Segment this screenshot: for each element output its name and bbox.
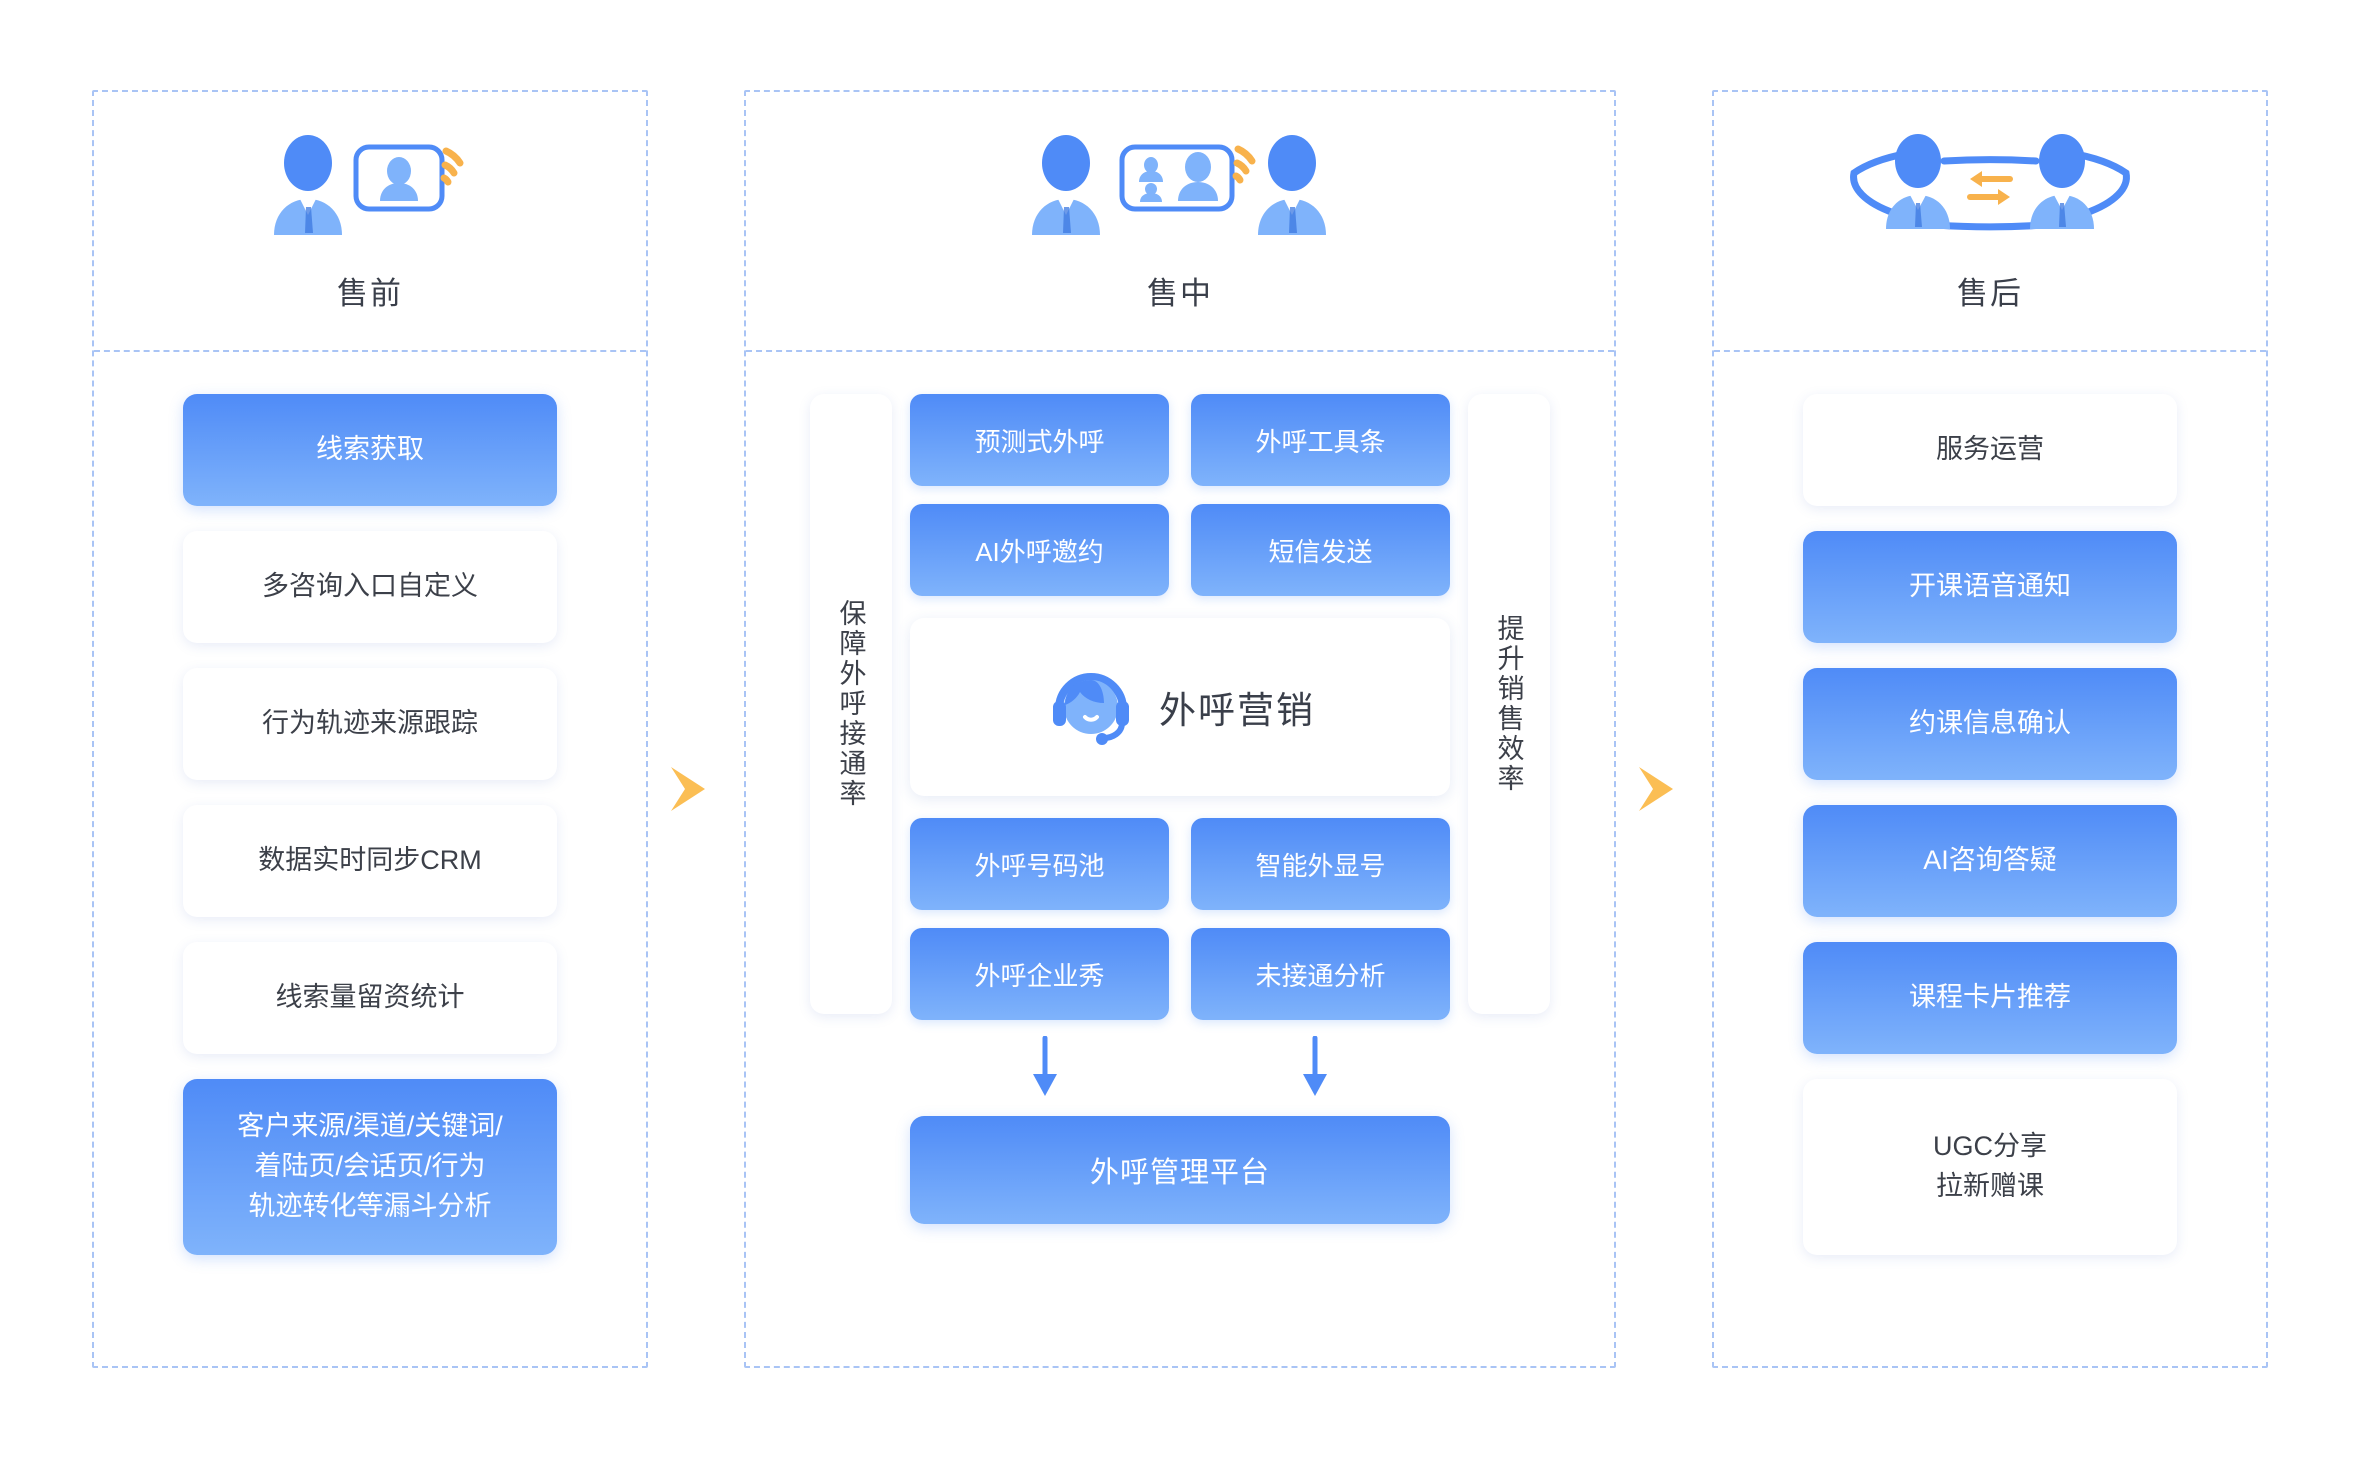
feature-card[interactable]: 客户来源/渠道/关键词/ 着陆页/会话页/行为 轨迹转化等漏斗分析 — [183, 1079, 557, 1255]
side-label-right: 提升销售效率 — [1468, 394, 1550, 1014]
outbound-top-tag-grid: 预测式外呼 外呼工具条 AI外呼邀约 短信发送 — [910, 394, 1450, 596]
two-people-exchange-arrows-icon — [1840, 129, 2140, 246]
feature-card[interactable]: 约课信息确认 — [1803, 668, 2177, 780]
hero-card-label: 外呼营销 — [1159, 690, 1315, 731]
feature-tag[interactable]: 未接通分析 — [1191, 928, 1450, 1020]
two-people-with-contact-card-signal-icon — [1030, 129, 1330, 246]
flow-down-arrows — [910, 1020, 1450, 1106]
stage-header-in-sales: 售中 — [746, 92, 1614, 352]
stage-title-in-sales: 售中 — [1147, 276, 1213, 311]
stage-panel-pre-sales: 售前 线索获取 多咨询入口自定义 行为轨迹来源跟踪 数据实时同步CRM 线索量留… — [92, 90, 648, 1368]
arrow-down-icon — [910, 1036, 1180, 1098]
outbound-management-platform-bar[interactable]: 外呼管理平台 — [910, 1116, 1450, 1224]
stage-panel-in-sales: 售中 保障外呼接通率 预测式外呼 外呼工具条 AI外呼邀约 短信发送 — [744, 90, 1616, 1368]
outbound-bottom-tag-grid: 外呼号码池 智能外显号 外呼企业秀 未接通分析 — [910, 818, 1450, 1020]
in-sales-row: 保障外呼接通率 预测式外呼 外呼工具条 AI外呼邀约 短信发送 — [810, 394, 1550, 1106]
stage-body-pre-sales: 线索获取 多咨询入口自定义 行为轨迹来源跟踪 数据实时同步CRM 线索量留资统计… — [94, 352, 646, 1366]
feature-tag[interactable]: 预测式外呼 — [910, 394, 1169, 486]
side-label-left: 保障外呼接通率 — [810, 394, 892, 1014]
stage-title-pre-sales: 售前 — [337, 276, 403, 311]
arrow-mid-to-post — [1616, 763, 1712, 820]
in-sales-center-column: 预测式外呼 外呼工具条 AI外呼邀约 短信发送 — [910, 394, 1450, 1106]
stage-body-after-sales: 服务运营 开课语音通知 约课信息确认 AI咨询答疑 课程卡片推荐 UGC分享 拉… — [1714, 352, 2266, 1366]
feature-tag[interactable]: 智能外显号 — [1191, 818, 1450, 910]
person-with-contact-card-signal-icon — [270, 129, 470, 246]
feature-tag[interactable]: 外呼工具条 — [1191, 394, 1450, 486]
arrow-down-icon — [1180, 1036, 1450, 1098]
feature-tag[interactable]: 外呼号码池 — [910, 818, 1169, 910]
platform-bar-wrapper: 外呼管理平台 — [746, 1106, 1614, 1224]
stage-panel-after-sales: 售后 服务运营 开课语音通知 约课信息确认 AI咨询答疑 课程卡片推荐 UGC分… — [1712, 90, 2268, 1368]
feature-card[interactable]: AI咨询答疑 — [1803, 805, 2177, 917]
chevron-right-icon — [1633, 763, 1695, 820]
feature-card[interactable]: UGC分享 拉新赠课 — [1803, 1079, 2177, 1255]
feature-card[interactable]: 数据实时同步CRM — [183, 805, 557, 917]
feature-card[interactable]: 开课语音通知 — [1803, 531, 2177, 643]
stage-body-in-sales: 保障外呼接通率 预测式外呼 外呼工具条 AI外呼邀约 短信发送 — [746, 352, 1614, 1366]
feature-card[interactable]: 线索获取 — [183, 394, 557, 506]
stage-header-pre-sales: 售前 — [94, 92, 646, 352]
arrow-pre-to-mid — [648, 763, 744, 820]
feature-card[interactable]: 课程卡片推荐 — [1803, 942, 2177, 1054]
feature-card[interactable]: 线索量留资统计 — [183, 942, 557, 1054]
feature-card[interactable]: 多咨询入口自定义 — [183, 531, 557, 643]
feature-tag[interactable]: AI外呼邀约 — [910, 504, 1169, 596]
stage-header-after-sales: 售后 — [1714, 92, 2266, 352]
feature-card[interactable]: 行为轨迹来源跟踪 — [183, 668, 557, 780]
stage-title-after-sales: 售后 — [1957, 276, 2023, 311]
feature-card[interactable]: 服务运营 — [1803, 394, 2177, 506]
chevron-right-icon — [665, 763, 727, 820]
feature-tag[interactable]: 短信发送 — [1191, 504, 1450, 596]
headset-agent-icon — [1045, 659, 1137, 756]
feature-tag[interactable]: 外呼企业秀 — [910, 928, 1169, 1020]
outbound-marketing-hero-card[interactable]: 外呼营销 — [910, 618, 1450, 796]
